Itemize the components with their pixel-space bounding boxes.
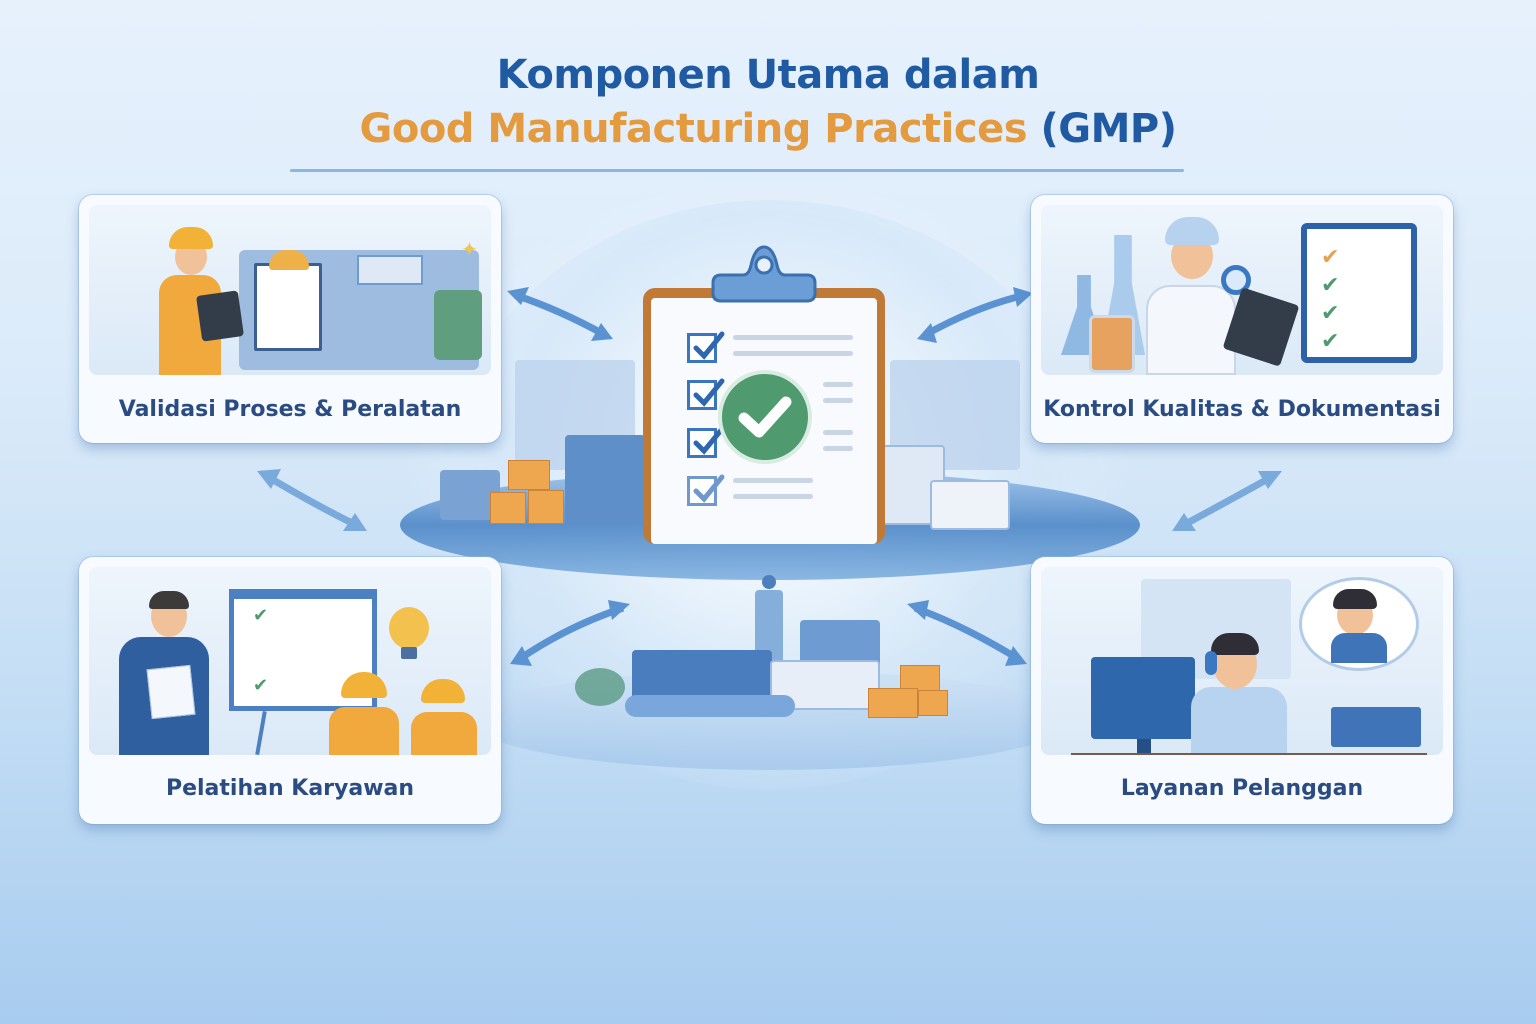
monitor-stand-icon	[1137, 739, 1151, 755]
component-card-pelatihan: ✔ ✔ Pelatihan Karyawan	[79, 557, 501, 824]
component-card-kontrol-kualitas: ✔ ✔ ✔ ✔ Kontrol Kualitas & Dokumentasi	[1031, 195, 1453, 443]
worker-icon	[329, 707, 399, 755]
headset-icon	[1205, 651, 1217, 675]
check-icon: ✔	[1321, 273, 1340, 298]
checkbox-checked-icon	[687, 378, 725, 410]
title-line-1: Komponen Utama dalam	[496, 52, 1040, 98]
arrow-double-icon	[1172, 471, 1282, 531]
machine-icon	[565, 435, 645, 525]
bottle-icon	[1089, 315, 1135, 373]
component-card-layanan-pelanggan: Layanan Pelanggan	[1031, 557, 1453, 824]
box-icon	[508, 460, 550, 490]
component-label: Layanan Pelanggan	[1120, 776, 1364, 801]
trainer-hair-icon	[149, 591, 189, 609]
box-icon	[918, 690, 948, 716]
customer-body-icon	[1331, 633, 1387, 663]
box-icon	[528, 490, 564, 524]
machine-icon	[930, 480, 1010, 530]
tree-icon	[575, 668, 625, 706]
tower-top-icon	[762, 575, 776, 589]
hard-hat-icon	[421, 679, 465, 703]
arrow-double-icon	[257, 469, 367, 531]
checkbox-checked-icon	[687, 474, 725, 506]
title-line-2: Good Manufacturing Practices (GMP)	[0, 106, 1536, 152]
box-icon	[868, 688, 918, 718]
hard-hat-icon	[169, 227, 213, 249]
checklist-item	[687, 474, 847, 506]
worker-icon	[411, 712, 477, 755]
illustration-lab-quality-control: ✔ ✔ ✔ ✔	[1041, 205, 1443, 375]
check-icon: ✔	[253, 605, 269, 626]
checkbox-checked-icon	[687, 426, 725, 458]
component-card-validasi: ✦ Validasi Proses & Peralatan	[79, 195, 501, 443]
clipboard-clip-icon	[711, 245, 817, 303]
checklist-item	[687, 378, 853, 410]
monitor-icon	[1091, 657, 1195, 739]
hairnet-icon	[1165, 217, 1219, 245]
component-label: Validasi Proses & Peralatan	[118, 397, 462, 422]
illustration-worker-machinery: ✦	[89, 205, 491, 375]
lightbulb-base-icon	[401, 647, 417, 659]
arrow-double-icon	[510, 600, 630, 666]
component-label: Pelatihan Karyawan	[165, 776, 415, 801]
agent-body-icon	[1191, 687, 1287, 755]
check-circle-icon	[718, 370, 812, 464]
tablet-icon	[196, 290, 244, 342]
checklist-item	[687, 331, 853, 363]
check-icon: ✔	[1321, 301, 1340, 326]
check-icon: ✔	[1321, 245, 1340, 270]
green-tank-icon	[434, 290, 482, 360]
clipboard-checklist-icon	[1301, 223, 1417, 363]
illustration-customer-service	[1041, 567, 1443, 755]
scientist-body-icon	[1146, 285, 1236, 375]
conveyor-belt-icon	[625, 695, 795, 717]
board-stand-icon	[255, 710, 267, 755]
checkbox-checked-icon	[687, 331, 725, 363]
agent-hair-icon	[1211, 633, 1259, 655]
arrow-double-icon	[507, 287, 613, 341]
control-panel-icon	[357, 255, 423, 285]
title-gmp-acronym: (GMP)	[1040, 106, 1177, 152]
sparkle-icon: ✦	[461, 237, 478, 261]
desk-icon	[1071, 753, 1427, 755]
document-icon	[146, 664, 196, 720]
lightbulb-icon	[389, 607, 429, 649]
checklist-item	[687, 426, 853, 458]
title-divider	[290, 169, 1184, 172]
illustration-employee-training: ✔ ✔	[89, 567, 491, 755]
check-icon: ✔	[1321, 329, 1340, 354]
arrow-double-icon	[907, 600, 1027, 666]
printer-icon	[1331, 707, 1421, 747]
component-label: Kontrol Kualitas & Dokumentasi	[1043, 397, 1441, 422]
helmet-icon	[269, 250, 309, 270]
customer-hair-icon	[1333, 589, 1377, 609]
box-icon	[490, 492, 526, 524]
clipboard-paper	[651, 298, 877, 544]
magnifier-icon	[1221, 265, 1251, 295]
title-gmp-full: Good Manufacturing Practices	[359, 106, 1028, 152]
check-icon: ✔	[253, 675, 269, 696]
checklist-board-icon	[254, 263, 322, 351]
arrow-double-icon	[917, 287, 1033, 343]
